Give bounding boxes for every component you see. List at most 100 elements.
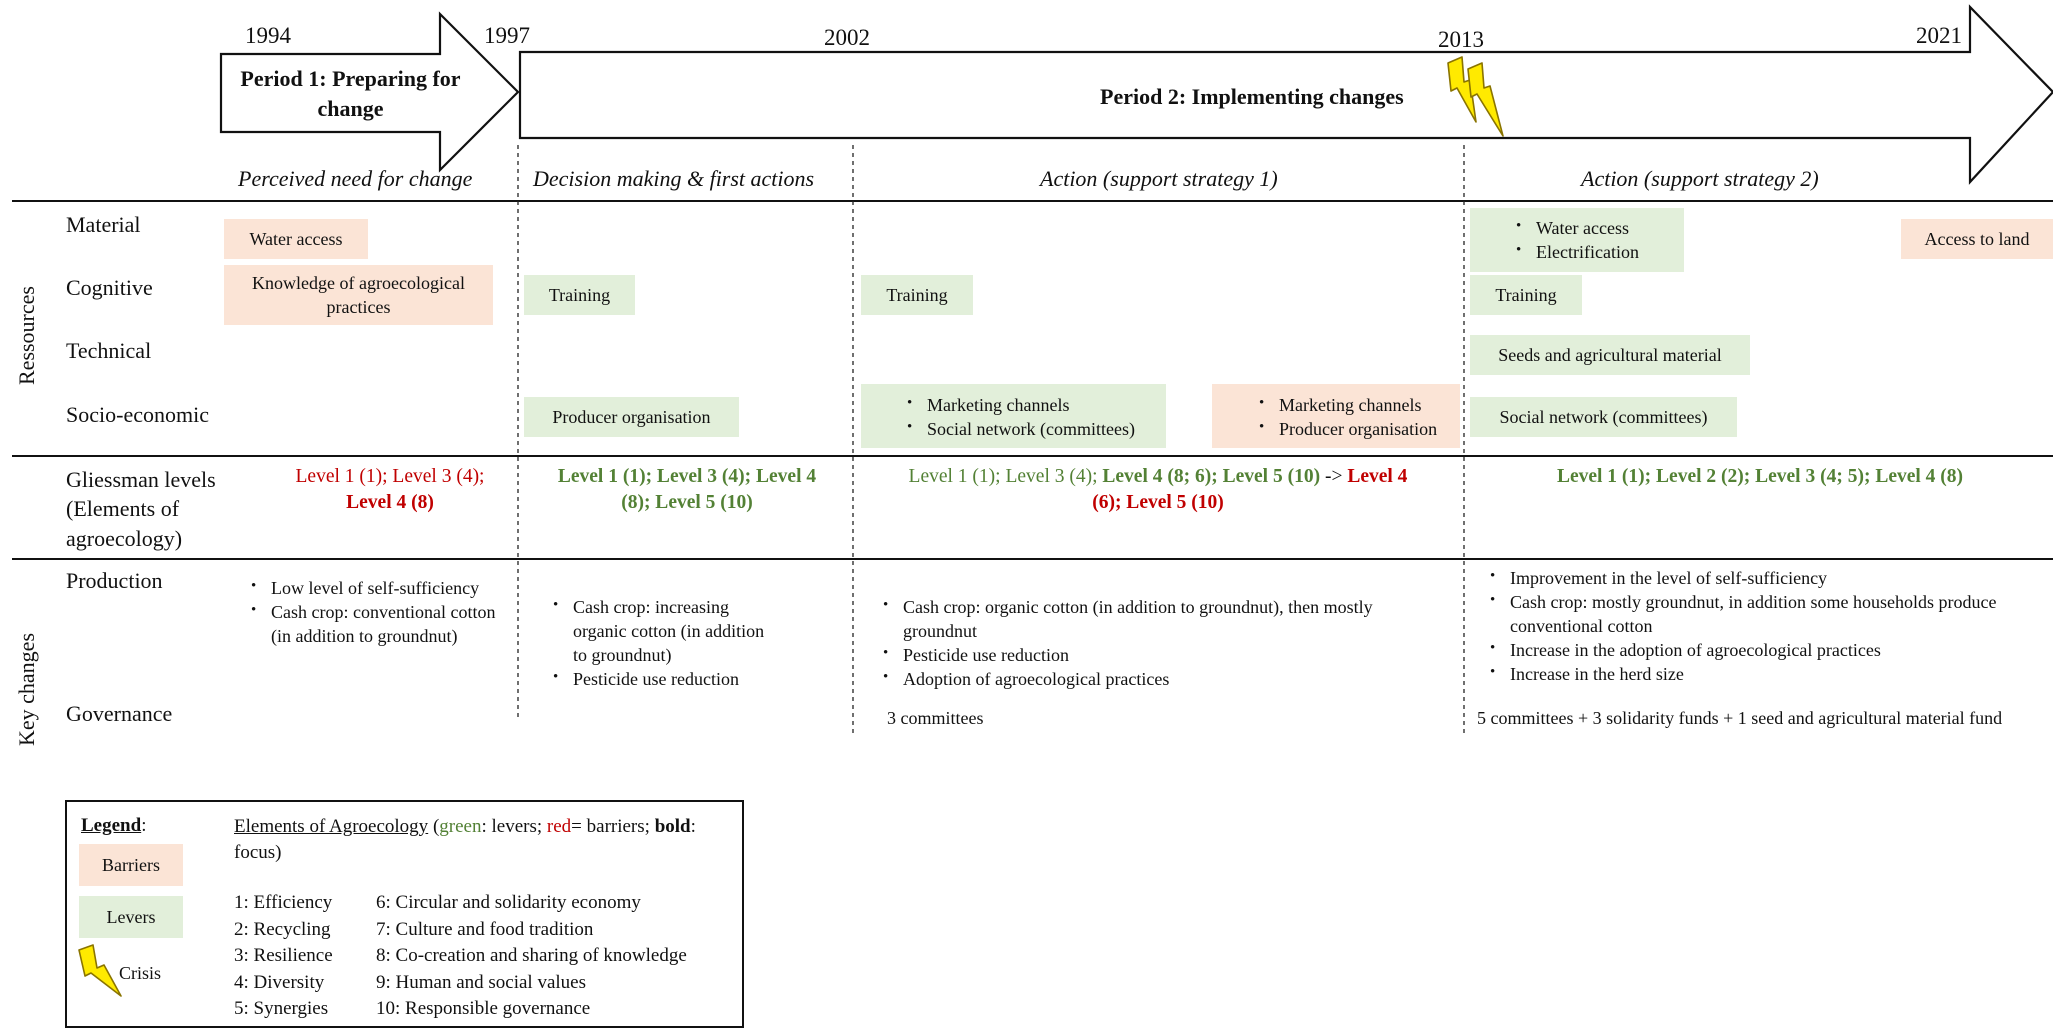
legend-elements-title: Elements of Agroecology	[234, 816, 429, 837]
legend-crisis-lightning-icon	[78, 944, 122, 997]
levels-period-1: Level 1 (1); Level 3 (4); Level 4 (8)	[268, 464, 512, 517]
row-label-gliessman: Gliessman levels (Elements of agroecolog…	[66, 467, 216, 551]
legend-title: Legend:	[81, 814, 146, 839]
phase-action-strategy-1: Action (support strategy 1)	[1040, 166, 1278, 191]
period2-arrow	[518, 4, 2053, 185]
legend-element: 6: Circular and solidarity economy	[376, 892, 641, 913]
row-label-production: Production	[66, 568, 163, 593]
legend-element: 4: Diversity	[234, 971, 325, 993]
production-p3-item: Pesticide use reduction	[883, 644, 1421, 668]
lever-social-network-p4: Social network (committees)	[1470, 397, 1737, 437]
legend-element: 1: Efficiency	[234, 892, 333, 913]
year-1997: 1997	[484, 23, 530, 48]
production-p4-item: Improvement in the level of self-suffici…	[1490, 567, 2033, 591]
governance-period-4: 5 committees + 3 solidarity funds + 1 se…	[1477, 708, 2003, 728]
lever-electrification-p4: Electrification	[1516, 240, 1678, 264]
legend-element: 8: Co-creation and sharing of knowledge	[376, 945, 687, 967]
lever-training-p3: Training	[861, 275, 973, 315]
legend-element: 3: Resilience	[234, 945, 333, 967]
legend-red-word: red	[546, 816, 572, 837]
levels-p3-part4: Level 4	[1347, 466, 1408, 487]
lever-training-p4: Training	[1470, 275, 1582, 315]
year-2002: 2002	[824, 25, 870, 50]
production-period-2: Cash crop: increasing organic cotton (in…	[551, 596, 766, 692]
production-p4-item: Increase in the adoption of agroecologic…	[1490, 639, 2033, 663]
year-1994: 1994	[245, 23, 291, 48]
barrier-water-access-p1: Water access	[224, 219, 368, 259]
barrier-marketing-channels-p3: Marketing channels	[1259, 393, 1454, 417]
levels-p3-part1: Level 1 (1); Level 3 (4);	[908, 466, 1098, 487]
barrier-socio-economic-p3: Marketing channels Producer organisation	[1212, 384, 1460, 448]
lever-socio-economic-p3: Marketing channels Social network (commi…	[861, 384, 1166, 448]
legend-barriers-text: = barriers;	[571, 816, 650, 837]
lever-producer-organisation-p2: Producer organisation	[524, 397, 739, 437]
levels-p2-line1: Level 1 (1); Level 3 (4); Level 4	[557, 466, 817, 487]
levels-period-3: Level 1 (1); Level 3 (4); Level 4 (8; 6)…	[858, 464, 1458, 517]
legend-levers-text: : levers;	[481, 816, 547, 837]
legend-title-text: Legend	[81, 815, 142, 836]
levels-p3-part2: Level 4 (8; 6); Level 5 (10)	[1102, 466, 1321, 487]
legend: Legend: Barriers Levers Crisis Elements …	[65, 800, 744, 1028]
production-period-4: Improvement in the level of self-suffici…	[1488, 567, 2033, 687]
row-label-governance: Governance	[66, 701, 173, 726]
legend-elements-right: 6: Circular and solidarity economy 7: Cu…	[376, 890, 687, 1023]
lever-material-p4: Water access Electrification	[1470, 208, 1684, 272]
row-label-material: Material	[66, 212, 141, 237]
row-label-socio-economic: Socio-economic	[66, 402, 209, 427]
levels-period-4: Level 1 (1); Level 2 (2); Level 3 (4; 5)…	[1470, 464, 2050, 490]
legend-elements-open: (	[428, 816, 440, 837]
levels-p4-line1: Level 1 (1); Level 2 (2); Level 3 (4; 5)…	[1556, 466, 1964, 487]
crisis-lightning-icon	[1447, 56, 1504, 137]
legend-crisis-label: Crisis	[119, 963, 162, 983]
legend-elements-left: 1: Efficiency 2: Recycling 3: Resilience…	[234, 890, 333, 1023]
governance-period-3: 3 committees	[887, 708, 984, 728]
legend-element: 5: Synergies	[234, 998, 329, 1020]
levels-period-2: Level 1 (1); Level 3 (4); Level 4 (8); L…	[528, 464, 846, 517]
phase-perceived-need: Perceived need for change	[238, 166, 473, 191]
production-p4-item: Cash crop: mostly groundnut, in addition…	[1490, 591, 2033, 639]
lever-seeds-material-p4: Seeds and agricultural material	[1470, 335, 1750, 375]
legend-element: 10: Responsible governance	[376, 998, 591, 1020]
production-p2-item: Cash crop: increasing organic cotton (in…	[553, 596, 766, 668]
row-label-technical: Technical	[66, 338, 152, 363]
levels-p1-line2: Level 4 (8)	[346, 492, 434, 514]
levels-p3-arrow: ->	[1324, 466, 1343, 487]
period1-title: Period 1: Preparing for change	[240, 66, 461, 121]
production-p3-item: Cash crop: organic cotton (in addition t…	[883, 596, 1421, 644]
section-resources: Ressources	[14, 286, 39, 385]
row-label-cognitive: Cognitive	[66, 275, 153, 300]
lever-training-p2: Training	[524, 275, 635, 315]
production-p1-item: Low level of self-sufficiency	[251, 577, 504, 601]
legend-barriers-swatch: Barriers	[79, 844, 183, 886]
barrier-access-to-land: Access to land	[1901, 219, 2053, 259]
production-p4-item: Increase in the herd size	[1490, 663, 2033, 687]
legend-element: 2: Recycling	[234, 918, 331, 940]
production-p2-item: Pesticide use reduction	[553, 668, 766, 692]
levels-p2-line2: (8); Level 5 (10)	[621, 492, 753, 514]
lever-water-access-p4: Water access	[1516, 216, 1678, 240]
legend-title-colon: :	[141, 815, 147, 836]
production-p1-item: Cash crop: conventional cotton (in addit…	[251, 601, 504, 649]
lever-marketing-channels-p3: Marketing channels	[907, 393, 1160, 417]
lever-social-network-p3: Social network (committees)	[907, 417, 1160, 441]
levels-p1-line1: Level 1 (1); Level 3 (4);	[295, 466, 485, 487]
legend-element: 9: Human and social values	[376, 971, 587, 993]
year-2021: 2021	[1916, 23, 1962, 48]
legend-bold-word: bold	[654, 816, 691, 837]
production-p3-item: Adoption of agroecological practices	[883, 668, 1421, 692]
period1-arrow	[219, 11, 520, 173]
year-2013: 2013	[1438, 27, 1484, 52]
barrier-knowledge-label: Knowledge of agroecological practices	[252, 272, 465, 317]
barrier-knowledge-agroecological-practices: Knowledge of agroecological practices	[224, 265, 493, 325]
phase-decision-making: Decision making & first actions	[533, 166, 815, 191]
legend-green-word: green	[439, 816, 482, 837]
legend-levers-swatch: Levers	[79, 896, 183, 938]
period2-title: Period 2: Implementing changes	[1100, 84, 1404, 109]
section-key-changes: Key changes	[14, 632, 39, 746]
production-period-1: Low level of self-sufficiency Cash crop:…	[249, 577, 504, 649]
levels-p3-line2: (6); Level 5 (10)	[1092, 492, 1224, 514]
legend-elements-header: Elements of Agroecology (green: levers; …	[234, 814, 734, 866]
legend-focus-text: : focus)	[234, 816, 696, 863]
barrier-producer-organisation-p3: Producer organisation	[1259, 417, 1454, 441]
